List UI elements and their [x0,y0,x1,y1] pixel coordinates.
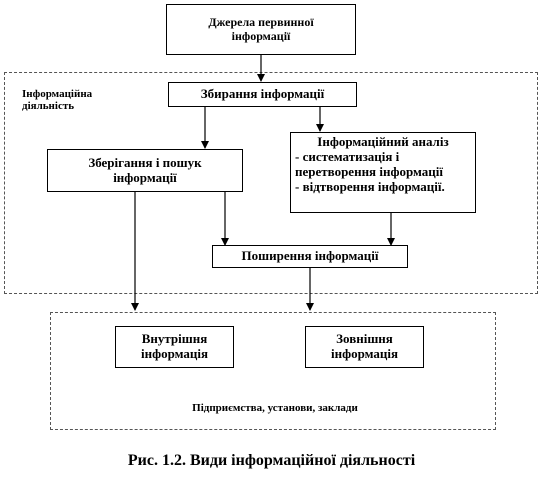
storage-box: Зберігання і пошук інформації [47,149,243,192]
external-box-label: Зовнішня інформація [330,331,399,361]
organizations-area [50,312,496,430]
activity-area [4,72,538,294]
internal-box: Внутрішня інформація [115,326,234,368]
analysis-box-item: - відтворення інформації. [295,178,445,194]
distribution-box-label: Поширення інформації [241,248,379,264]
analysis-box-item: - систематизація і [295,148,400,164]
figure-caption: Рис. 1.2. Види інформаційної діяльності [127,452,416,469]
collection-box-label: Збирання інформації [200,86,325,102]
external-box: Зовнішня інформація [305,326,424,368]
distribution-box: Поширення інформації [212,245,408,268]
analysis-box-item: перетворення інформації [295,163,443,179]
activity-area-label: Інформаційна діяльність [22,88,93,113]
internal-box-label: Внутрішня інформація [140,331,209,361]
storage-box-label: Зберігання і пошук інформації [88,154,202,185]
organizations-label: Підприємства, установи, заклади [192,402,358,414]
collection-box: Збирання інформації [168,82,357,107]
source-box-label: Джерела первинної інформації [208,14,314,43]
analysis-box: Інформаційний аналіз - систематизація і … [290,132,476,213]
source-box: Джерела первинної інформації [166,4,356,55]
analysis-box-title: Інформаційний аналіз [317,134,449,149]
